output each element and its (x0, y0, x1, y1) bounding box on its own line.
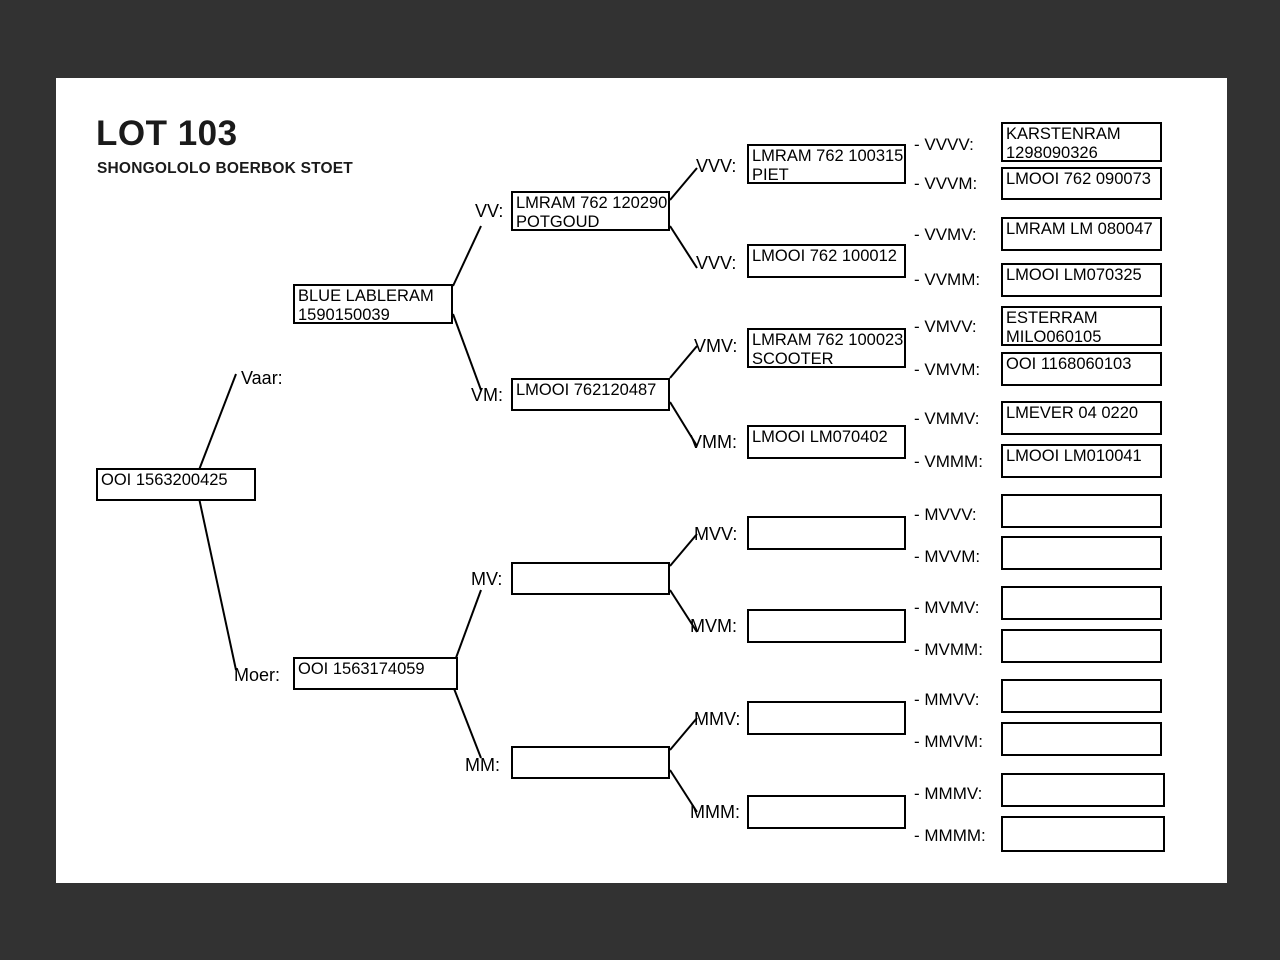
link-subject-dam (198, 497, 237, 671)
box-vvvm[interactable]: LMOOI 762 090073 (1001, 167, 1162, 200)
label-vvmv: - VVMV: (914, 225, 977, 244)
label-mvvv: - MVVV: (914, 505, 977, 524)
label-vmvv: - VMVV: (914, 317, 977, 336)
label-mmmv: - MMMV: (914, 784, 983, 803)
label-vvvm: - VVVM: (914, 174, 978, 193)
box-mmv[interactable] (747, 701, 906, 735)
label-vvv: VVV: (696, 156, 737, 176)
label-vmv: VMV: (694, 336, 738, 356)
box-sire[interactable]: BLUE LABLERAM 1590150039 (293, 284, 453, 324)
box-mm[interactable] (511, 746, 670, 779)
box-vv[interactable]: LMRAM 762 120290 POTGOUD (511, 191, 670, 231)
page-title: LOT 103 (96, 114, 238, 153)
link-vv-vvv (669, 167, 698, 201)
label-vmm: VMM: (690, 432, 737, 452)
box-vvmv[interactable]: LMRAM LM 080047 (1001, 217, 1162, 251)
label-mmv: MMV: (694, 709, 741, 729)
box-vvv[interactable]: LMRAM 762 100315 PIET (747, 144, 906, 184)
box-mmmv[interactable] (1001, 773, 1165, 807)
label-mvvm: - MVVM: (914, 547, 981, 566)
label-mm: MM: (465, 755, 500, 775)
box-dam[interactable]: OOI 1563174059 (293, 657, 458, 690)
label-vmmm: - VMMM: (914, 452, 983, 471)
label-dam: Moer: (234, 665, 281, 685)
label-vvmm: - VVMM: (914, 270, 981, 289)
box-subject[interactable]: OOI 1563200425 (96, 468, 256, 501)
box-mmmm[interactable] (1001, 816, 1165, 852)
label-mvv: MVV: (694, 524, 738, 544)
link-v-vm (452, 313, 482, 391)
box-vvvv[interactable]: KARSTENRAM 1298090326 (1001, 122, 1162, 162)
box-mvmm[interactable] (1001, 629, 1162, 663)
box-vvm[interactable]: LMOOI 762 100012 (747, 244, 906, 278)
label-mmm: MMM: (690, 802, 740, 822)
link-mv-mvv (669, 533, 698, 567)
label-mv: MV: (471, 569, 503, 589)
link-vv-vvm (669, 225, 698, 269)
label-vvm: VVV: (696, 253, 737, 273)
box-vmv[interactable]: LMRAM 762 100023 SCOOTER (747, 328, 906, 368)
box-vmmm[interactable]: LMOOI LM010041 (1001, 444, 1162, 478)
link-m-mm (452, 685, 482, 759)
box-vmm[interactable]: LMOOI LM070402 (747, 425, 906, 459)
box-mv[interactable] (511, 562, 670, 595)
pedigree-page: LOT 103 SHONGOLOLO BOERBOK STOET OOI 156… (56, 78, 1227, 883)
box-mmm[interactable] (747, 795, 906, 829)
link-m-mv (452, 589, 482, 667)
label-vm: VM: (471, 385, 504, 405)
label-mvmm: - MVMM: (914, 640, 983, 659)
label-mmmm: - MMMM: (914, 826, 986, 845)
link-subject-sire (198, 373, 237, 471)
box-mmvm[interactable] (1001, 722, 1162, 756)
pedigree-chart: LOT 103 SHONGOLOLO BOERBOK STOET OOI 156… (56, 78, 1227, 883)
label-vmvm: - VMVM: (914, 360, 981, 379)
label-vv: VV: (475, 201, 504, 221)
label-mmvm: - MMVM: (914, 732, 983, 751)
box-vmvm[interactable]: OOI 1168060103 (1001, 352, 1162, 386)
box-vm[interactable]: LMOOI 762120487 (511, 378, 670, 411)
box-vvmm[interactable]: LMOOI LM070325 (1001, 263, 1162, 297)
page-subtitle: SHONGOLOLO BOERBOK STOET (97, 160, 353, 177)
box-mvv[interactable] (747, 516, 906, 550)
box-mvm[interactable] (747, 609, 906, 643)
box-mvvm[interactable] (1001, 536, 1162, 570)
link-v-vv (452, 225, 482, 287)
box-mvvv[interactable] (1001, 494, 1162, 528)
box-mmvv[interactable] (1001, 679, 1162, 713)
label-mmvv: - MMVV: (914, 690, 980, 709)
label-sire: Vaar: (241, 368, 283, 388)
box-mvmv[interactable] (1001, 586, 1162, 620)
box-vmmv[interactable]: LMEVER 04 0220 (1001, 401, 1162, 435)
label-mvm: MVM: (690, 616, 737, 636)
link-mm-mmv (669, 717, 698, 751)
label-vvvv: - VVVV: (914, 135, 974, 154)
link-vm-vmv (669, 345, 698, 379)
box-vmvv[interactable]: ESTERRAM MILO060105 (1001, 306, 1162, 346)
label-mvmv: - MVMV: (914, 598, 980, 617)
label-vmmv: - VMMV: (914, 409, 980, 428)
